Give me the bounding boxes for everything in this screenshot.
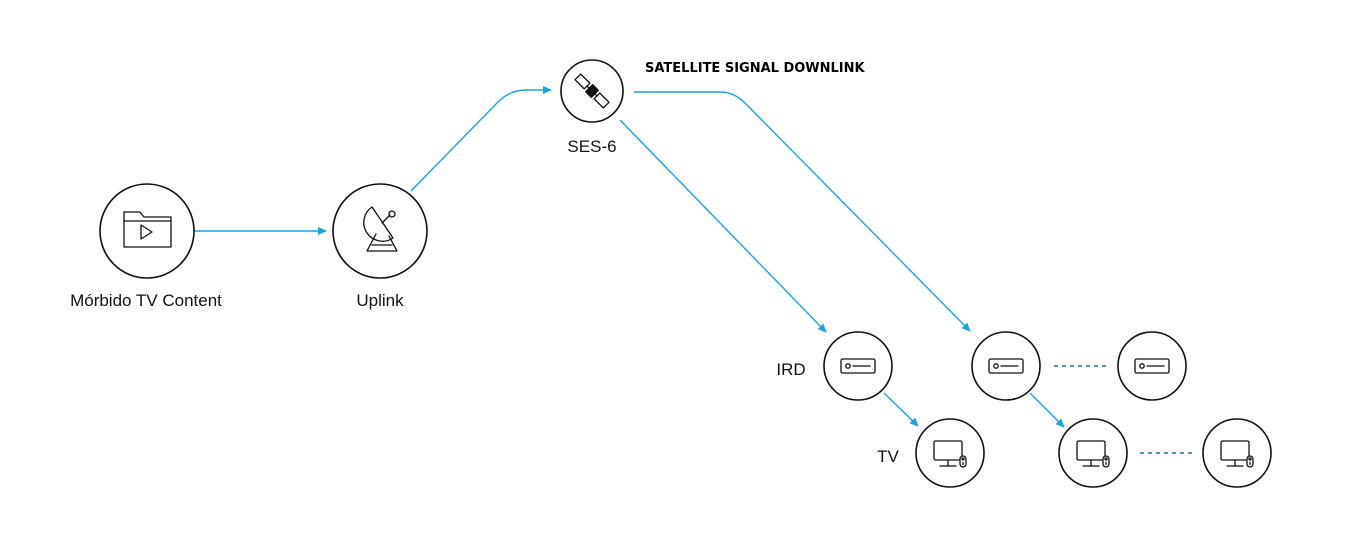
satellite-dish-icon <box>363 206 398 252</box>
node-content: Mórbido TV Content <box>70 183 222 310</box>
node-ird: IRD <box>776 331 893 401</box>
node-receiver-far <box>1117 331 1187 401</box>
node-tv-remote <box>1058 418 1128 488</box>
ird-label: IRD <box>776 360 805 379</box>
node-uplink: Uplink <box>332 183 428 310</box>
connector-satellite-to-remote-receiver <box>634 91 971 332</box>
connector-remote-receiver-to-tv <box>1029 392 1065 428</box>
uplink-label: Uplink <box>356 291 404 310</box>
node-tv-far <box>1202 418 1272 488</box>
dotted-continuation-lines <box>1054 365 1195 454</box>
flow-connectors <box>193 86 1065 428</box>
node-receiver-remote <box>971 331 1041 401</box>
node-tv: TV <box>877 418 985 488</box>
node-satellite: SES-6 <box>560 59 624 156</box>
tv-label: TV <box>877 447 899 466</box>
connector-satellite-to-ird <box>619 119 827 333</box>
content-label: Mórbido TV Content <box>70 291 222 310</box>
satellite-icon <box>574 73 610 109</box>
folder-play-icon <box>123 211 172 248</box>
connector-ird-to-tv <box>883 392 919 427</box>
diagram-title: SATELLITE SIGNAL DOWNLINK <box>645 61 866 76</box>
connector-uplink-to-satellite <box>410 86 552 192</box>
satellite-label: SES-6 <box>567 137 616 156</box>
